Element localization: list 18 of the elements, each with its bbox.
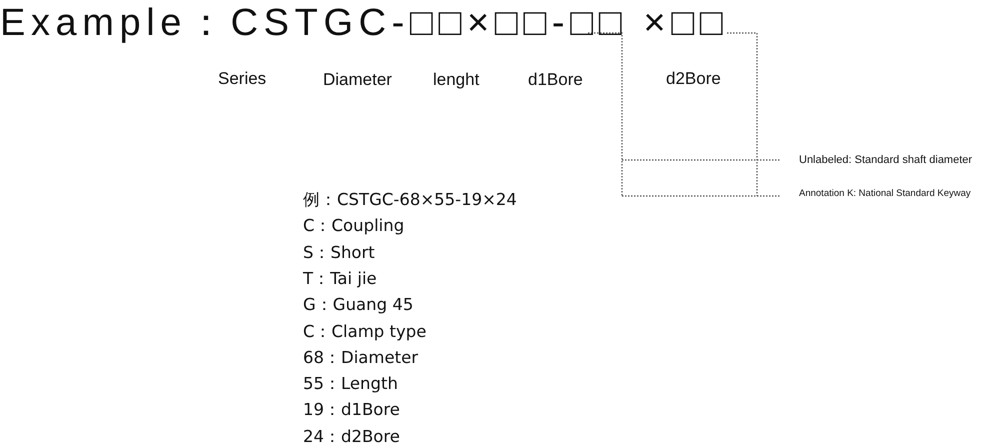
- legend-line-text: 例：CSTGC-68×55-19×24: [303, 192, 517, 208]
- legend-line-text: S：Short: [303, 244, 375, 262]
- annotation-text: Unlabeled: Standard shaft diameter: [799, 155, 972, 166]
- legend-line-text: G：Guang 45: [303, 297, 414, 314]
- part-label: d2Bore: [666, 70, 721, 87]
- part-label: Diameter: [323, 71, 392, 88]
- legend-line-text: C：Coupling: [303, 218, 404, 235]
- model-code-title: Example：CSTGC-□□×□□-□□ ×□□: [0, 4, 728, 42]
- legend-line-text: T：Tai jie: [303, 270, 377, 288]
- legend-line-text: C：Clamp type: [303, 324, 426, 340]
- part-label: lenght: [433, 71, 480, 88]
- part-label: d1Bore: [528, 71, 583, 88]
- part-label: Series: [218, 70, 266, 87]
- legend-line-text: 24：d2Bore: [303, 428, 400, 446]
- legend-line-text: 19：d1Bore: [303, 402, 400, 419]
- annotation-text: Annotation K: National Standard Keyway: [799, 189, 971, 198]
- legend-line-text: 68：Diameter: [303, 350, 418, 366]
- legend-line-text: 55：Length: [303, 376, 398, 393]
